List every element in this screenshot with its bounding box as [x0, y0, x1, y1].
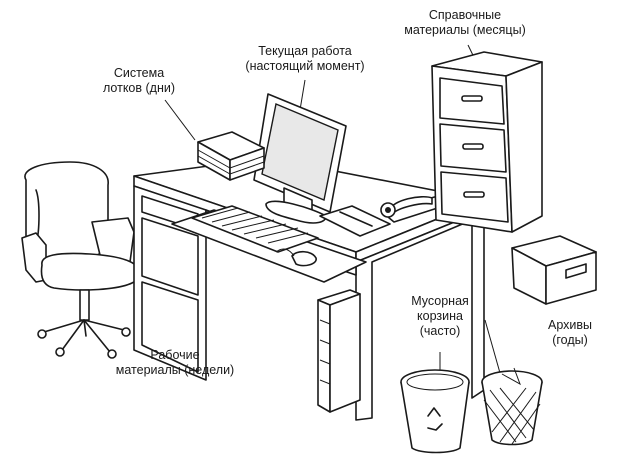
letter-tray-icon: [197, 131, 265, 181]
office-chair-icon: [21, 161, 139, 359]
mouse-icon: [275, 248, 317, 267]
label-tray-system: Система лотков (дни): [102, 66, 175, 95]
phone-icon: [380, 195, 451, 223]
keyboard-icon: [191, 205, 319, 253]
paper-note: [319, 205, 391, 237]
label-working-materials: Рабочие материалы (недели): [115, 348, 235, 377]
wastebasket-icon: [481, 367, 543, 446]
label-archives: Архивы (годы): [547, 318, 592, 347]
label-reference-materials: Справочные материалы (месяцы): [404, 8, 526, 37]
archive-box-icon: [511, 235, 597, 305]
label-trash-bin: Мусорная корзина (часто): [411, 294, 469, 338]
recycle-bin-icon: [400, 369, 470, 454]
monitor-icon: [253, 93, 347, 224]
label-current-work: Текущая работа (настоящий момент): [245, 44, 365, 73]
pc-tower-icon: [317, 289, 361, 413]
filing-cabinet-icon: [431, 51, 543, 233]
